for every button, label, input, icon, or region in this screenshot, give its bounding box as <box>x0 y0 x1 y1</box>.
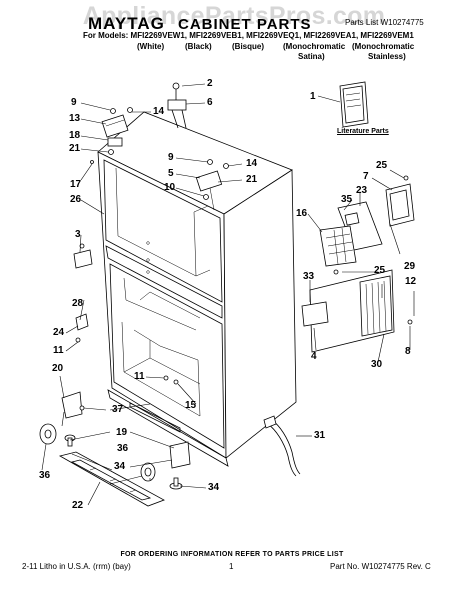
water-tube <box>263 415 301 477</box>
brand-logo: MAYTAG <box>88 14 165 33</box>
callout-25-top[interactable]: 25 <box>376 160 388 171</box>
litho-text: 2-11 Litho in U.S.A. (rrm) (bay) <box>22 562 131 571</box>
callout-13[interactable]: 13 <box>69 113 81 124</box>
rear-grille-panel <box>301 269 413 353</box>
callout-2[interactable]: 2 <box>207 78 213 89</box>
callout-18[interactable]: 18 <box>69 130 81 141</box>
callout-11-center[interactable]: 11 <box>134 371 145 382</box>
callout-5[interactable]: 5 <box>168 168 174 179</box>
variant-white: (White) <box>137 42 165 51</box>
top-hinge-left <box>101 107 133 155</box>
page-number: 1 <box>229 562 234 571</box>
ordering-note: FOR ORDERING INFORMATION REFER TO PARTS … <box>120 551 344 558</box>
callout-33[interactable]: 33 <box>303 271 315 282</box>
top-hinge-center <box>167 82 187 129</box>
callout-23[interactable]: 23 <box>356 185 368 196</box>
callout-1[interactable]: 1 <box>310 91 316 102</box>
callout-leader-lines <box>41 83 415 506</box>
models-line: For Models: MFI2269VEW1, MFI2269VEB1, MF… <box>83 31 414 40</box>
callout-35[interactable]: 35 <box>341 194 353 205</box>
callout-8[interactable]: 8 <box>405 346 411 357</box>
callout-14-left[interactable]: 14 <box>153 106 165 117</box>
callout-17[interactable]: 17 <box>70 179 82 190</box>
callout-29[interactable]: 29 <box>404 261 416 272</box>
variant-stainless-line1: (Monochromatic <box>352 42 415 51</box>
callout-22[interactable]: 22 <box>72 500 84 511</box>
callout-26[interactable]: 26 <box>70 194 82 205</box>
literature-parts-booklet <box>339 81 369 128</box>
callout-9-right[interactable]: 9 <box>168 152 174 163</box>
callout-36-right[interactable]: 36 <box>117 443 129 454</box>
callout-34-right[interactable]: 34 <box>208 482 220 493</box>
top-hinge-right <box>195 159 229 211</box>
callout-3[interactable]: 3 <box>75 229 81 240</box>
callout-25-mid[interactable]: 25 <box>374 265 386 276</box>
control-housing <box>319 201 383 267</box>
callout-14-right[interactable]: 14 <box>246 158 258 169</box>
callout-37[interactable]: 37 <box>112 404 124 415</box>
refrigerator-cabinet <box>97 111 297 467</box>
callout-7[interactable]: 7 <box>363 171 369 182</box>
callout-15[interactable]: 15 <box>185 400 197 411</box>
callout-30[interactable]: 30 <box>371 359 383 370</box>
access-cover <box>385 175 415 255</box>
callout-24[interactable]: 24 <box>53 327 65 338</box>
callout-4[interactable]: 4 <box>311 351 317 362</box>
callout-36-left[interactable]: 36 <box>39 470 51 481</box>
parts-list-number: Parts List W10274775 <box>345 18 424 27</box>
callout-10[interactable]: 10 <box>164 182 176 193</box>
callout-28[interactable]: 28 <box>72 298 84 309</box>
literature-parts-label: Literature Parts <box>337 128 389 135</box>
callout-12[interactable]: 12 <box>405 276 417 287</box>
callout-21-right[interactable]: 21 <box>246 174 258 185</box>
callout-34-left[interactable]: 34 <box>114 461 126 472</box>
callout-6[interactable]: 6 <box>207 97 213 108</box>
watermark: AppliancePartsPros.com <box>82 2 386 30</box>
variant-black: (Black) <box>185 42 212 51</box>
callout-31[interactable]: 31 <box>314 430 326 441</box>
variant-bisque: (Bisque) <box>232 42 264 51</box>
mid-hinge-left <box>73 243 93 343</box>
toe-grille <box>58 451 165 507</box>
footer-part-number: Part No. W10274775 Rev. C <box>330 562 431 571</box>
variant-satina-line1: (Monochromatic <box>283 42 346 51</box>
leveling-legs-and-rollers <box>39 391 191 490</box>
variant-satina-line2: Satina) <box>298 52 325 61</box>
page-title: CABINET PARTS <box>178 16 312 33</box>
variant-stainless-line2: Stainless) <box>368 52 406 61</box>
callout-20[interactable]: 20 <box>52 363 64 374</box>
callout-16[interactable]: 16 <box>296 208 308 219</box>
callout-9-left[interactable]: 9 <box>71 97 77 108</box>
callout-11-left[interactable]: 11 <box>53 345 64 356</box>
callout-19[interactable]: 19 <box>116 427 128 438</box>
callout-21-left[interactable]: 21 <box>69 143 81 154</box>
